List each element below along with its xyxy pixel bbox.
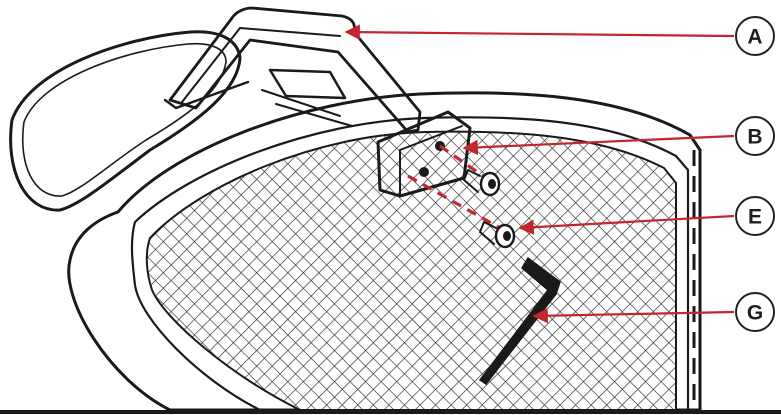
screw-e — [479, 221, 516, 249]
leader-g — [532, 308, 735, 324]
headrest-arm-edge — [181, 27, 341, 103]
headrest-pad — [9, 30, 242, 212]
leader-e — [518, 214, 735, 235]
headrest-arm — [168, 6, 422, 134]
svg-text:G: G — [747, 302, 763, 325]
arm-pin — [163, 80, 250, 110]
bracket-housing-face — [399, 125, 463, 197]
callout-e: E — [735, 196, 775, 236]
bolt-hole-lower — [419, 167, 429, 177]
alignment-line-lower — [407, 174, 501, 230]
screw-b — [463, 169, 501, 197]
leader-b — [462, 134, 735, 156]
hex-key — [478, 256, 561, 386]
callout-g: G — [735, 292, 775, 332]
slide-block-rail — [261, 89, 353, 127]
chair-back-frame — [67, 91, 702, 410]
alignment-line-upper — [439, 144, 487, 180]
mesh-panel — [145, 130, 677, 410]
svg-text:A: A — [747, 26, 762, 49]
callout-b: B — [735, 116, 775, 156]
svg-text:E: E — [748, 206, 762, 229]
slide-block — [268, 68, 347, 100]
callout-a: A — [735, 16, 775, 56]
chair-back-inner-frame — [130, 116, 690, 410]
leader-a — [344, 24, 735, 40]
svg-text:B: B — [747, 126, 762, 149]
